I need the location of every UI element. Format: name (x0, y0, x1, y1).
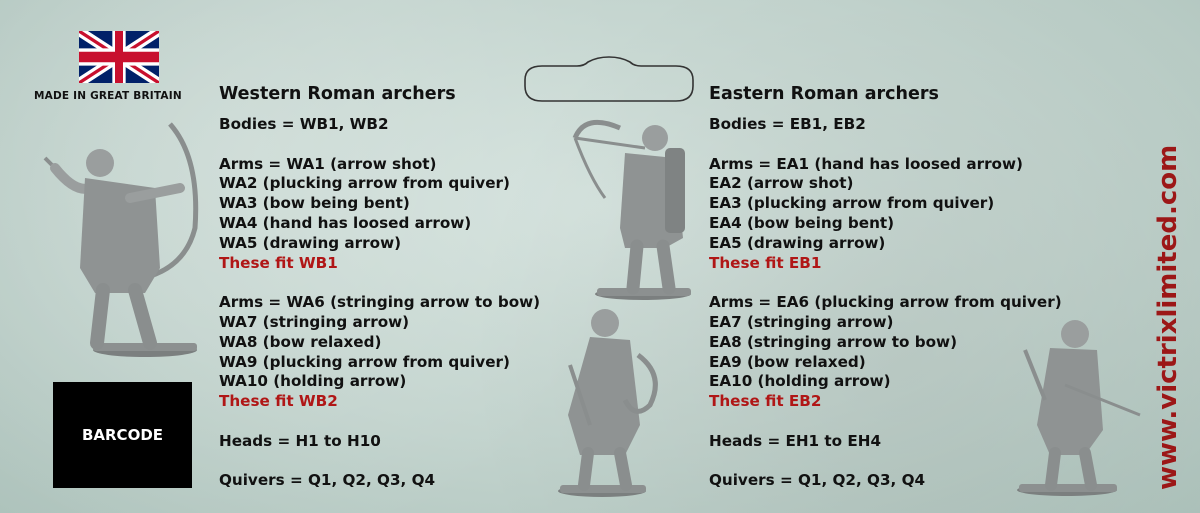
eastern-archer-figure-top (572, 119, 691, 300)
eastern-arms1-line: EA3 (plucking arrow from quiver) (709, 194, 995, 213)
website-link[interactable]: www.victrixlimited.com (1153, 144, 1183, 490)
western-arms2-line: WA9 (plucking arrow from quiver) (219, 352, 510, 371)
eastern-archer-figure-bottom-right (1017, 320, 1141, 496)
eastern-fit1-note: These fit EB1 (709, 253, 822, 272)
union-jack-flag-icon (79, 31, 159, 83)
eastern-arms1-line: EA2 (arrow shot) (709, 174, 854, 193)
eastern-title: Eastern Roman archers (709, 84, 939, 104)
western-fit1-note: These fit WB1 (219, 253, 338, 272)
western-arms2-line: WA8 (bow relaxed) (219, 332, 382, 351)
eastern-arms2-line: Arms = EA6 (plucking arrow from quiver) (709, 293, 1062, 312)
barcode-placeholder: BARCODE (53, 382, 192, 488)
western-arms1-line: WA2 (plucking arrow from quiver) (219, 174, 510, 193)
western-fit2-note: These fit WB2 (219, 392, 338, 411)
western-arms1-line: Arms = WA1 (arrow shot) (219, 154, 437, 173)
eastern-arms1-line: EA4 (bow being bent) (709, 213, 895, 232)
western-arms1-line: WA3 (bow being bent) (219, 194, 410, 213)
western-heads: Heads = H1 to H10 (219, 431, 381, 450)
western-arms2-line: WA7 (stringing arrow) (219, 312, 410, 331)
made-in-label: MADE IN GREAT BRITAIN (34, 90, 182, 102)
western-arms2-line: WA10 (holding arrow) (219, 372, 407, 391)
eastern-arms2-line: EA7 (stringing arrow) (709, 312, 894, 331)
western-arms1-line: WA4 (hand has loosed arrow) (219, 213, 472, 232)
eastern-quivers: Quivers = Q1, Q2, Q3, Q4 (709, 471, 926, 490)
western-title: Western Roman archers (219, 84, 456, 104)
western-archer-figure-bottom (558, 309, 658, 497)
western-arms2-line: Arms = WA6 (stringing arrow to bow) (219, 293, 541, 312)
hanger-hole-icon (524, 56, 694, 102)
eastern-roman-archers-section: Eastern Roman archers Bodies = EB1, EB2 … (709, 83, 1062, 491)
western-quivers: Quivers = Q1, Q2, Q3, Q4 (219, 471, 436, 490)
western-archer-figure-left (43, 122, 199, 357)
eastern-arms1-line: Arms = EA1 (hand has loosed arrow) (709, 154, 1023, 173)
barcode-label: BARCODE (81, 426, 164, 444)
western-roman-archers-section: Western Roman archers Bodies = WB1, WB2 … (219, 83, 540, 491)
eastern-arms1-line: EA5 (drawing arrow) (709, 233, 886, 252)
western-arms1-line: WA5 (drawing arrow) (219, 233, 402, 252)
eastern-fit2-note: These fit EB2 (709, 392, 822, 411)
eastern-heads: Heads = EH1 to EH4 (709, 431, 882, 450)
eastern-arms2-line: EA10 (holding arrow) (709, 372, 891, 391)
eastern-arms2-line: EA8 (stringing arrow to bow) (709, 332, 958, 351)
western-bodies: Bodies = WB1, WB2 (219, 115, 389, 133)
eastern-bodies: Bodies = EB1, EB2 (709, 115, 866, 133)
eastern-arms2-line: EA9 (bow relaxed) (709, 352, 866, 371)
